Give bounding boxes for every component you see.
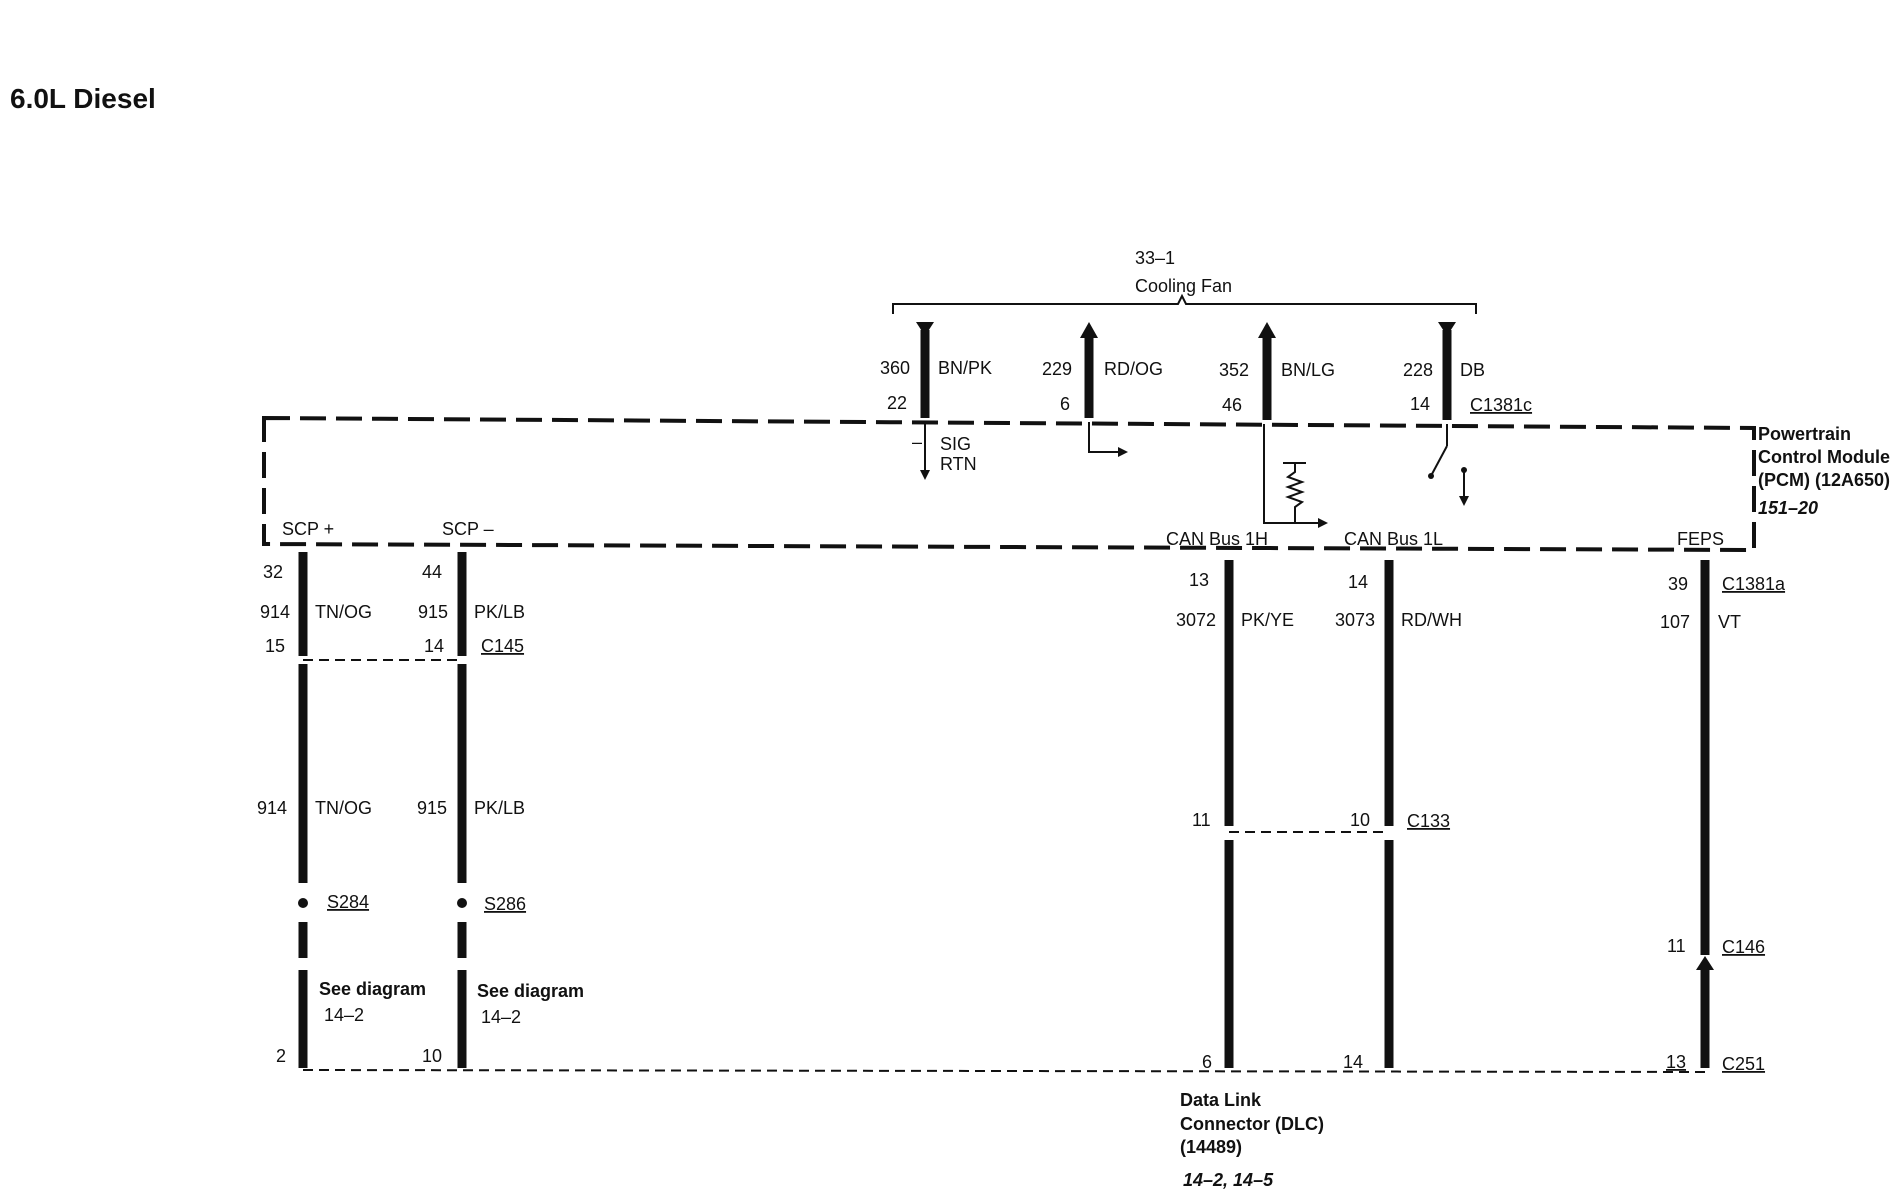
wire-229-circuit: 229 (1042, 359, 1072, 379)
scp-minus-label: SCP – (442, 519, 494, 539)
wire-915-circuit2: 915 (417, 798, 447, 818)
dlc-label-line2: Connector (DLC) (1180, 1114, 1324, 1134)
sig-rtn-mark: – (912, 432, 922, 452)
can-l-label: CAN Bus 1L (1344, 529, 1443, 549)
scp-plus-label: SCP + (282, 519, 334, 539)
scp-minus-pin: 44 (422, 562, 442, 582)
wire-352-lead (1263, 424, 1320, 524)
switch-icon (1431, 445, 1448, 475)
can-h-dlc-pin: 6 (1202, 1052, 1212, 1072)
switch-contact-icon (1428, 473, 1434, 479)
wire-352-arrow-icon (1258, 322, 1276, 338)
can-l-dlc-pin: 14 (1343, 1052, 1363, 1072)
feps-c146-pin: 11 (1667, 936, 1686, 956)
wire-229-arrow-icon (1080, 322, 1098, 338)
wire-915-color: PK/LB (474, 602, 525, 622)
sig-rtn-line1: SIG (940, 434, 971, 454)
wire-352-lead-arrow-icon (1318, 518, 1328, 528)
wire-228-pin: 14 (1410, 394, 1430, 414)
wire-229-pin: 6 (1060, 394, 1070, 414)
resistor-icon (1285, 463, 1305, 523)
wire-228-circuit: 228 (1403, 360, 1433, 380)
wire-360-circuit: 360 (880, 358, 910, 378)
wire-3072-circuit: 3072 (1176, 610, 1216, 630)
dlc-ref: 14–2, 14–5 (1183, 1170, 1274, 1190)
pcm-label-line2: Control Module (1758, 447, 1890, 467)
can-h-label: CAN Bus 1H (1166, 529, 1268, 549)
cooling-fan-ref: 33–1 (1135, 248, 1175, 268)
scp-minus-c145-pin: 14 (424, 636, 444, 656)
can-h-c133-pin: 11 (1192, 810, 1211, 830)
connector-c251: C251 (1722, 1054, 1765, 1074)
pcm-ref: 151–20 (1758, 498, 1818, 518)
wire-915-circuit: 915 (418, 602, 448, 622)
wire-228-arrow-icon (1438, 322, 1456, 336)
wire-3072-color: PK/YE (1241, 610, 1294, 630)
wire-3073-circuit: 3073 (1335, 610, 1375, 630)
wire-107-color: VT (1718, 612, 1741, 632)
wire-228-color: DB (1460, 360, 1485, 380)
scp-minus-see-ref: 14–2 (481, 1007, 521, 1027)
pcm-label-line1: Powertrain (1758, 424, 1851, 444)
pcm-connector-bottom: C1381a (1722, 574, 1786, 594)
wire-229-lead (1088, 422, 1120, 453)
scp-plus-c145-pin: 15 (265, 636, 285, 656)
wire-914-circuit2: 914 (257, 798, 287, 818)
feps-pin: 39 (1668, 574, 1688, 594)
sig-rtn-line2: RTN (940, 454, 977, 474)
pcm-connector-top: C1381c (1470, 395, 1532, 415)
switch-ground-arrow-icon (1459, 496, 1469, 506)
splice-s286: S286 (484, 894, 526, 914)
connector-c133: C133 (1407, 811, 1450, 831)
wire-107-circuit: 107 (1660, 612, 1690, 632)
splice-s284: S284 (327, 892, 369, 912)
wire-914-color: TN/OG (315, 602, 372, 622)
wire-915-color2: PK/LB (474, 798, 525, 818)
scp-plus-c251-pin: 2 (276, 1046, 286, 1066)
dlc-label-line1: Data Link (1180, 1090, 1262, 1110)
can-h-pin: 13 (1189, 570, 1209, 590)
wire-3073-color: RD/WH (1401, 610, 1462, 630)
connector-c145: C145 (481, 636, 524, 656)
wire-229-lead-arrow-icon (1118, 447, 1128, 457)
pcm-module-outline (262, 415, 1756, 553)
can-l-c133-pin: 10 (1350, 810, 1370, 830)
feps-c251-pin: 13 (1666, 1052, 1686, 1072)
scp-minus-see: See diagram (477, 981, 584, 1001)
splice-s286-icon (457, 898, 467, 908)
sig-rtn-arrow-icon (920, 470, 930, 480)
dlc-label-line3: (14489) (1180, 1137, 1242, 1157)
pcm-label-line3: (PCM) (12A650) (1758, 470, 1890, 490)
connector-c146: C146 (1722, 937, 1765, 957)
cooling-fan-label: Cooling Fan (1135, 276, 1232, 296)
splice-s284-icon (298, 898, 308, 908)
wire-352-color: BN/LG (1281, 360, 1335, 380)
page-title: 6.0L Diesel (10, 83, 156, 114)
wire-360-color: BN/PK (938, 358, 992, 378)
c146-arrow-icon (1696, 956, 1714, 970)
wire-360-arrow-icon (916, 322, 934, 336)
wire-360-pin: 22 (887, 393, 907, 413)
wire-229-color: RD/OG (1104, 359, 1163, 379)
feps-label: FEPS (1677, 529, 1724, 549)
can-l-pin: 14 (1348, 572, 1368, 592)
wire-352-circuit: 352 (1219, 360, 1249, 380)
c251-connector-line (302, 1069, 1706, 1073)
wire-914-circuit: 914 (260, 602, 290, 622)
cooling-fan-bracket (892, 293, 1477, 314)
wire-914-color2: TN/OG (315, 798, 372, 818)
scp-plus-see: See diagram (319, 979, 426, 999)
scp-plus-pin: 32 (263, 562, 283, 582)
wire-352-pin: 46 (1222, 395, 1242, 415)
scp-plus-see-ref: 14–2 (324, 1005, 364, 1025)
scp-minus-c251-pin: 10 (422, 1046, 442, 1066)
